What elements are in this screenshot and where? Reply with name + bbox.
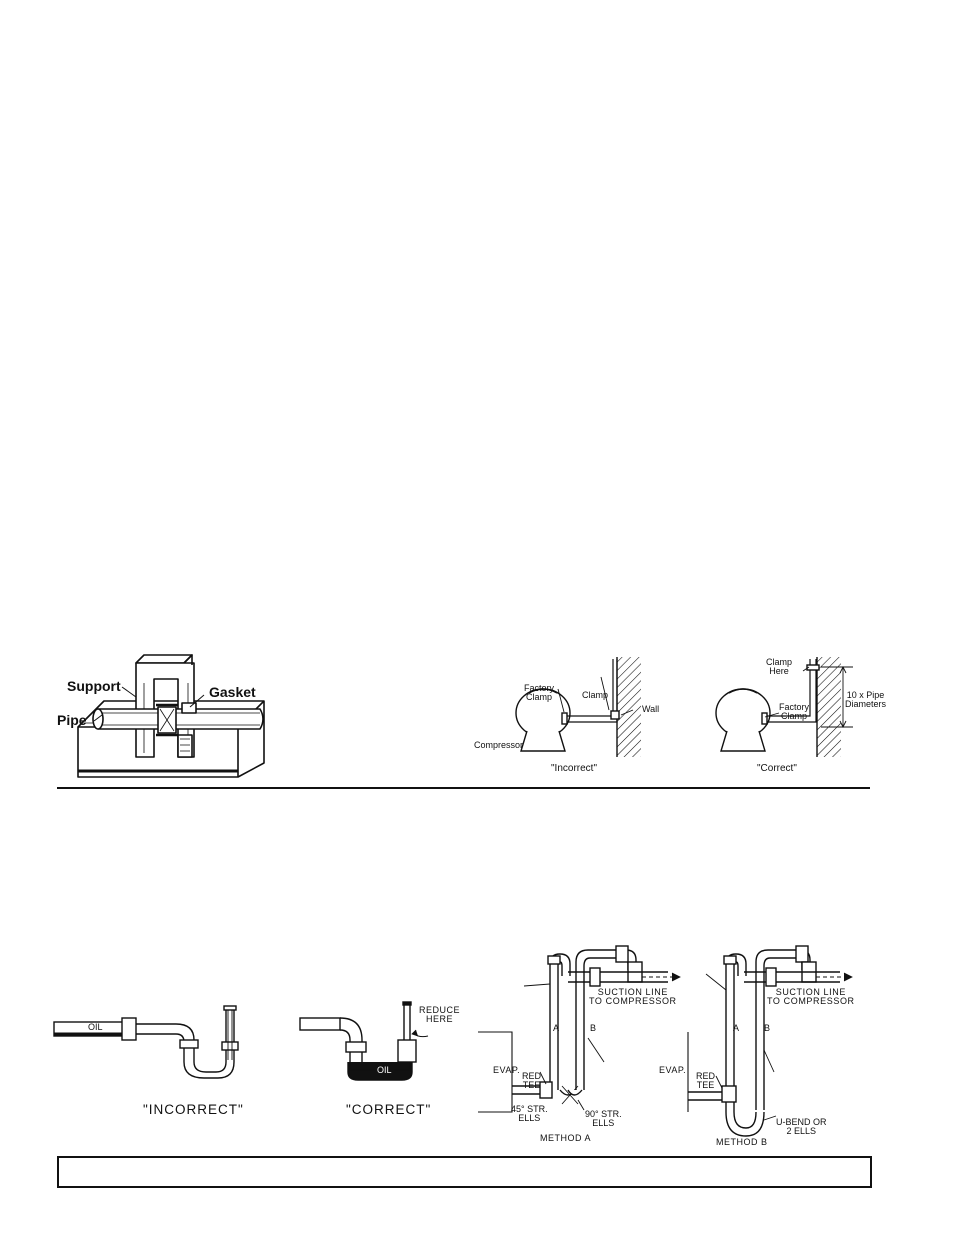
method-a-caption: METHOD A bbox=[540, 1133, 592, 1143]
method-b-figure bbox=[660, 940, 870, 1150]
method-b-caption: METHOD B bbox=[716, 1137, 768, 1147]
pipe-diameters-label: 10 x Pipe Diameters bbox=[845, 690, 887, 710]
gasket-label: Gasket bbox=[209, 684, 256, 700]
correct-caption: "Correct" bbox=[757, 763, 797, 774]
trap-correct-caption: "CORRECT" bbox=[346, 1102, 432, 1117]
oil-label-correct: OIL bbox=[375, 1065, 394, 1076]
caption-box bbox=[57, 1156, 872, 1188]
factory-clamp-label-correct: Factory Clamp bbox=[779, 702, 810, 722]
clamp-label: Clamp bbox=[582, 690, 609, 700]
ells-90-label: 90° STR. ELLS bbox=[585, 1109, 622, 1129]
compressor-label: Compressor bbox=[474, 740, 524, 750]
reduce-here-label: REDUCE HERE bbox=[419, 1005, 461, 1025]
riser-b-label-a: B bbox=[590, 1023, 597, 1033]
incorrect-caption: "Incorrect" bbox=[551, 763, 598, 774]
clamp-incorrect-drawing bbox=[515, 657, 641, 757]
support-label: Support bbox=[67, 678, 121, 694]
trap-incorrect-caption: "INCORRECT" bbox=[143, 1102, 244, 1117]
method-a-drawing bbox=[478, 945, 681, 1113]
red-tee-label-a: RED TEE bbox=[522, 1071, 542, 1091]
red-tee-label-b: RED TEE bbox=[696, 1071, 716, 1091]
u-bend-label: U-BEND OR 2 ELLS bbox=[776, 1117, 827, 1137]
section-divider bbox=[57, 787, 870, 789]
clamp-here-label: Clamp Here bbox=[766, 657, 793, 677]
ells-45-label: 45° STR. ELLS bbox=[511, 1104, 548, 1124]
pipe-label: Pipe bbox=[57, 712, 87, 728]
factory-clamp-label: Factory Clamp bbox=[524, 683, 555, 703]
riser-a-label-a: A bbox=[553, 1023, 560, 1033]
suction-line-label-a: SUCTION LINE TO COMPRESSOR bbox=[589, 987, 677, 1007]
wall-label: Wall bbox=[642, 704, 660, 714]
trap-incorrect-drawing bbox=[53, 1005, 239, 1079]
evap-label-b: EVAP. bbox=[659, 1065, 687, 1075]
method-a-figure bbox=[478, 940, 688, 1140]
method-b-drawing bbox=[687, 945, 853, 1137]
pipe-support-drawing bbox=[77, 654, 265, 778]
clamp-correct-figure bbox=[705, 655, 855, 760]
pipe-support-figure bbox=[64, 654, 274, 780]
riser-b-label-b: B bbox=[764, 1023, 771, 1033]
clamp-correct-drawing bbox=[715, 657, 853, 757]
suction-line-label-b: SUCTION LINE TO COMPRESSOR bbox=[767, 987, 855, 1007]
riser-a-label-b: A bbox=[733, 1023, 740, 1033]
oil-label-incorrect: OIL bbox=[88, 1022, 103, 1032]
clamp-incorrect-figure bbox=[505, 655, 675, 760]
trap-incorrect-figure bbox=[53, 1000, 244, 1080]
evap-label-a: EVAP. bbox=[493, 1065, 521, 1075]
